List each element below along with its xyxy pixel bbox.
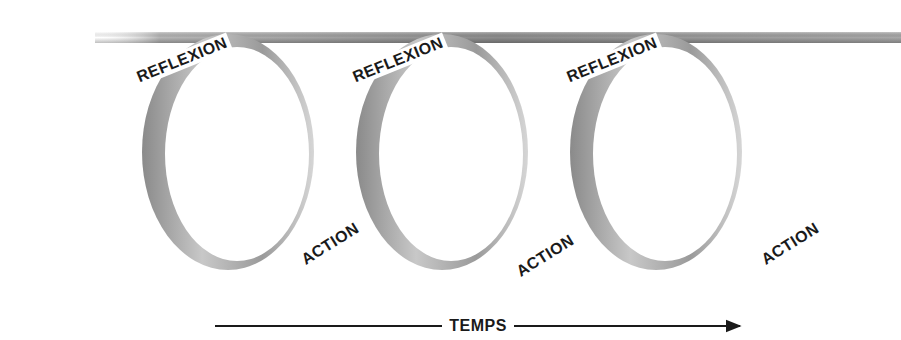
phase-label: ACTION (511, 230, 580, 282)
phase-label: REFLEXION (561, 33, 662, 88)
phase-label: REFLEXION (131, 33, 232, 88)
phase-label: REFLEXION (347, 33, 448, 88)
axis-label: TEMPS (442, 317, 514, 335)
phase-label: ACTION (296, 218, 365, 270)
phase-label: ACTION (756, 218, 825, 270)
